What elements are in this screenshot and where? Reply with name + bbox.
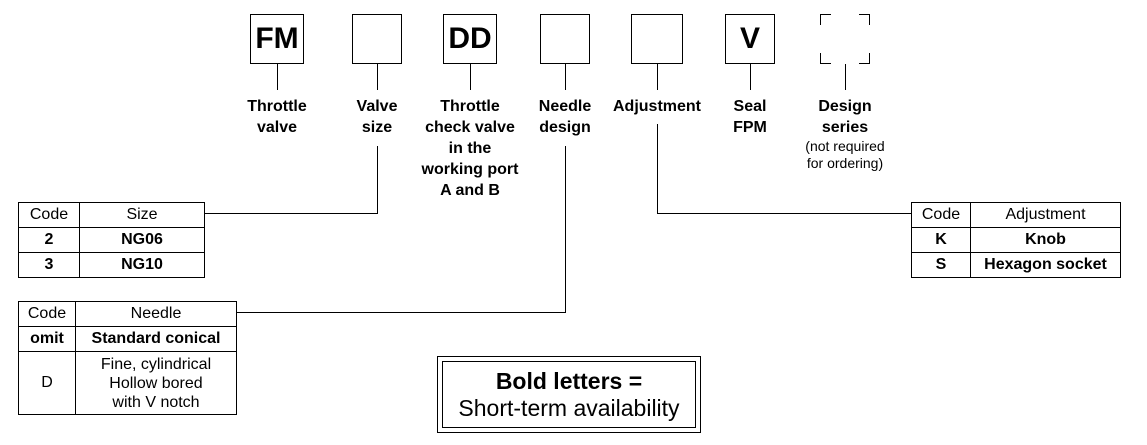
leader-adjustment-vertical — [657, 124, 658, 213]
label-adjustment: Adjustment — [613, 98, 701, 115]
leader-needle-horizontal — [236, 312, 566, 313]
table-row: 3 NG10 — [18, 252, 205, 278]
adjustment-table-header-adjustment: Adjustment — [970, 202, 1121, 228]
code-box-adjustment — [631, 14, 683, 64]
connector-valve-size — [377, 64, 378, 90]
leader-valve-size-horizontal — [204, 213, 378, 214]
label-check-valve: Throttle check valve in the working port… — [421, 98, 519, 199]
legend-text: Short-term availability — [458, 394, 680, 421]
needle-table: Code Needle omit Standard conical D Fine… — [18, 301, 237, 415]
size-table-header-size: Size — [79, 202, 205, 228]
needle-table-header-code: Code — [18, 301, 76, 327]
table-row: omit Standard conical — [18, 326, 237, 352]
code-box-needle-design — [540, 14, 590, 64]
code-box-v: V — [725, 14, 775, 64]
connector-adjustment — [657, 64, 658, 90]
table-row: S Hexagon socket — [911, 252, 1121, 278]
table-row: 2 NG06 — [18, 227, 205, 253]
legend-box: Bold letters = Short-term availability — [437, 356, 701, 433]
adjustment-table-header-code: Code — [911, 202, 971, 228]
leader-needle-vertical — [565, 146, 566, 312]
table-row: K Knob — [911, 227, 1121, 253]
needle-table-header-needle: Needle — [75, 301, 237, 327]
code-box-valve-size — [352, 14, 402, 64]
adjustment-table: Code Adjustment K Knob S Hexagon socket — [911, 202, 1121, 278]
code-box-design-series — [820, 14, 870, 64]
leader-valve-size-vertical — [377, 146, 378, 213]
connector-check-valve — [470, 64, 471, 90]
connector-seal — [750, 64, 751, 90]
size-table-header-code: Code — [18, 202, 80, 228]
connector-design-series — [845, 64, 846, 90]
connector-needle-design — [565, 64, 566, 90]
code-box-dd: DD — [443, 14, 497, 64]
size-table: Code Size 2 NG06 3 NG10 — [18, 202, 205, 278]
connector-throttle-valve — [277, 64, 278, 90]
leader-adjustment-horizontal — [657, 213, 912, 214]
code-box-fm: FM — [250, 14, 304, 64]
legend-title: Bold letters = — [495, 367, 643, 394]
table-row: D Fine, cylindrical Hollow bored with V … — [18, 351, 237, 415]
